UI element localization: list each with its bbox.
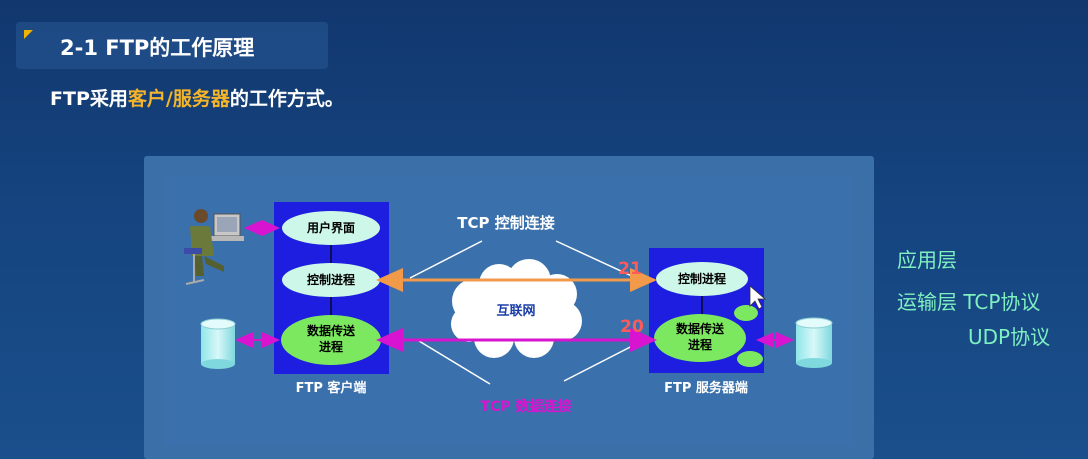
udp-label: UDP协议 xyxy=(968,325,1051,349)
subtitle-highlight: 客户/服务器 xyxy=(127,88,230,110)
title-bar: 2-1 FTP的工作原理 xyxy=(16,22,328,69)
user-computer-icon xyxy=(184,209,244,285)
transport-layer-label: 运输层 TCP协议 xyxy=(897,290,1041,314)
server-data-label-2: 进程 xyxy=(688,337,712,352)
client-ui-oval xyxy=(282,211,380,245)
client-control-oval xyxy=(282,263,380,297)
page-title: 2-1 FTP的工作原理 xyxy=(60,36,255,60)
internet-label: 互联网 xyxy=(496,304,535,319)
diagram-panel: 用户界面 控制进程 数据传送 进程 FTP 客户端 控制进程 数据传送 进程 F… xyxy=(144,156,874,459)
subtitle: FTP采用客户/服务器的工作方式。 xyxy=(50,84,344,111)
client-data-label-2: 进程 xyxy=(319,339,343,354)
subtitle-prefix: FTP采用 xyxy=(50,88,128,110)
server-data-oval xyxy=(654,314,746,362)
client-data-oval xyxy=(281,315,381,365)
client-data-label-1: 数据传送 xyxy=(307,323,356,338)
tcp-data-label: TCP 数据连接 xyxy=(481,398,572,415)
server-data-label-1: 数据传送 xyxy=(676,321,725,336)
subtitle-suffix: 的工作方式。 xyxy=(229,88,344,110)
client-control-label: 控制进程 xyxy=(307,272,355,287)
corner-marker-icon xyxy=(24,30,33,39)
client-caption: FTP 客户端 xyxy=(296,380,367,396)
server-extra-process-2 xyxy=(737,351,763,367)
server-control-oval xyxy=(656,262,748,296)
port-control-label: 21 xyxy=(618,259,642,279)
client-ui-label: 用户界面 xyxy=(306,220,355,235)
app-layer-label: 应用层 xyxy=(897,248,957,272)
server-database-icon xyxy=(795,317,833,368)
server-caption: FTP 服务器端 xyxy=(664,380,748,396)
server-extra-process-1 xyxy=(734,305,758,321)
ftp-diagram: 用户界面 控制进程 数据传送 进程 FTP 客户端 控制进程 数据传送 进程 F… xyxy=(164,176,854,446)
server-control-label: 控制进程 xyxy=(678,271,726,286)
client-database-icon xyxy=(200,318,236,369)
tcp-control-label: TCP 控制连接 xyxy=(457,214,554,232)
mouse-cursor-icon xyxy=(749,285,767,310)
port-data-label: 20 xyxy=(620,317,644,337)
